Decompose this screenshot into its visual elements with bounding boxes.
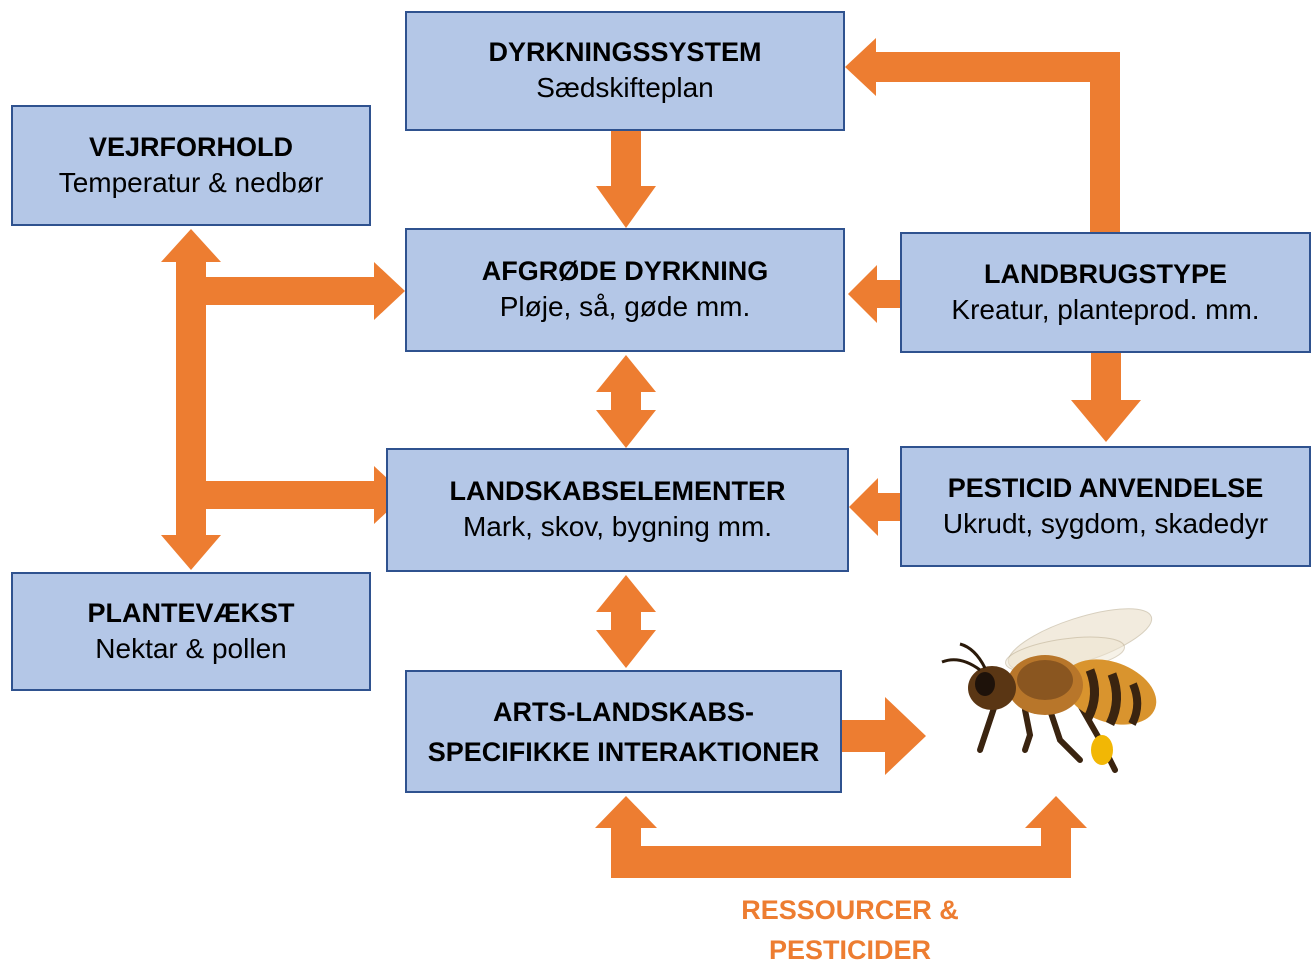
arrow-dyrkningssystem-to-afgrode <box>596 131 656 228</box>
box-afgrode-dyrkning: AFGRØDE DYRKNING Pløje, så, gøde mm. <box>405 228 845 352</box>
arrow-branch-to-landskabselementer <box>204 466 405 524</box>
box-subtitle: Kreatur, planteprod. mm. <box>951 291 1259 329</box>
box-title: LANDBRUGSTYPE <box>984 257 1227 291</box>
bee-image <box>930 600 1170 780</box>
caption-ressourcer-pesticider: RESSOURCER & PESTICIDER <box>700 890 1000 970</box>
box-subtitle: Sædskifteplan <box>536 69 713 107</box>
box-pesticid-anvendelse: PESTICID ANVENDELSE Ukrudt, sygdom, skad… <box>900 446 1311 567</box>
box-title: LANDSKABSELEMENTER <box>449 474 785 508</box>
box-title: PESTICID ANVENDELSE <box>948 471 1264 505</box>
caption-line2: PESTICIDER <box>700 930 1000 970</box>
arrow-branch-to-afgrode <box>204 262 405 320</box>
arrow-pesticid-to-landskabselementer <box>849 478 900 536</box>
box-landbrugstype: LANDBRUGSTYPE Kreatur, planteprod. mm. <box>900 232 1311 353</box>
box-subtitle: Ukrudt, sygdom, skadedyr <box>943 505 1268 543</box>
box-landskabselementer: LANDSKABSELEMENTER Mark, skov, bygning m… <box>386 448 849 572</box>
box-plantevaekst: PLANTEVÆKST Nektar & pollen <box>11 572 371 691</box>
box-subtitle: Pløje, så, gøde mm. <box>500 288 751 326</box>
caption-line1: RESSOURCER & <box>700 890 1000 930</box>
arrow-ressourcer-pesticider <box>595 796 1087 878</box>
box-subtitle: Nektar & pollen <box>95 630 286 668</box>
arrow-landbrugstype-to-afgrode <box>848 265 900 323</box>
box-arts-landskabs-interaktioner: ARTS-LANDSKABS- SPECIFIKKE INTERAKTIONER <box>405 670 842 793</box>
box-title: DYRKNINGSSYSTEM <box>488 35 761 69</box>
box-title-line1: ARTS-LANDSKABS- <box>493 692 754 732</box>
arrow-landskabselementer-interaktioner <box>596 575 656 668</box>
box-title-line2: SPECIFIKKE INTERAKTIONER <box>428 732 820 772</box>
box-subtitle: Temperatur & nedbør <box>59 164 324 202</box>
box-title: AFGRØDE DYRKNING <box>482 254 769 288</box>
box-title: VEJRFORHOLD <box>89 130 293 164</box>
box-vejrforhold: VEJRFORHOLD Temperatur & nedbør <box>11 105 371 226</box>
box-subtitle: Mark, skov, bygning mm. <box>463 508 772 546</box>
arrow-afgrode-landskabselementer <box>596 355 656 448</box>
box-dyrkningssystem: DYRKNINGSSYSTEM Sædskifteplan <box>405 11 845 131</box>
box-title: PLANTEVÆKST <box>87 596 294 630</box>
arrow-interaktioner-to-bee <box>842 697 926 775</box>
arrow-landbrugstype-to-pesticid <box>1071 353 1141 442</box>
arrow-landbrugstype-to-dyrkningssystem <box>845 38 1120 232</box>
